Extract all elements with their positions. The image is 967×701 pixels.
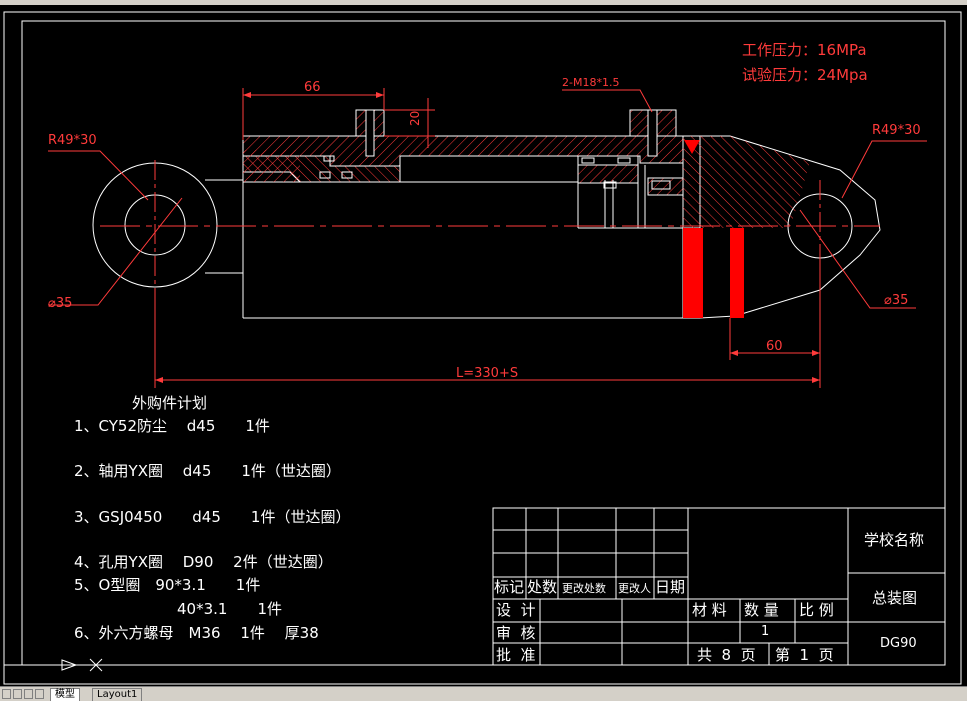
parts-item-5: 5、O型圈 90*3.1 1件 — [74, 576, 261, 594]
dim-20: 20 — [408, 110, 422, 126]
parts-item-4: 4、孔用YX圈 D90 2件（世达圈） — [74, 553, 333, 571]
tab-nav-prev-button[interactable] — [13, 689, 22, 699]
tab-nav-next-button[interactable] — [24, 689, 33, 699]
working-pressure-label: 工作压力：16MPa — [742, 41, 867, 59]
seal-bar-2 — [730, 228, 744, 318]
test-pressure-label: 试验压力：24Mpa — [742, 66, 868, 84]
parts-item-1: 1、CY52防尘 d45 1件 — [74, 417, 270, 435]
tab-model[interactable]: 模型 — [50, 688, 80, 701]
dim-right-diameter: ⌀35 — [884, 293, 909, 308]
tab-nav-last-button[interactable] — [35, 689, 44, 699]
tb-gengairen: 更改人 — [618, 582, 651, 595]
seal-marks — [319, 155, 671, 190]
inner-frame — [21, 20, 946, 666]
parts-item-5b: 40*3.1 1件 — [177, 600, 282, 618]
tb-chushu: 处数 — [527, 578, 558, 596]
tb-shenhe: 审 核 — [496, 624, 536, 642]
parts-item-6: 6、外六方螺母 M36 1件 厚38 — [74, 624, 319, 642]
seal-bar-1 — [683, 228, 703, 318]
dim-thread: 2-M18*1.5 — [562, 76, 620, 89]
dimension-lines — [48, 88, 927, 388]
gland-hatch — [243, 150, 300, 182]
outer-frame — [3, 11, 962, 685]
dim-left-radius: R49*30 — [48, 133, 97, 148]
tb-gengai-chushu: 更改处数 — [562, 582, 606, 595]
port-boss-right — [629, 109, 677, 157]
tb-pizhun: 批 准 — [496, 646, 536, 664]
tb-page-no: 第 1 页 — [775, 646, 834, 664]
tb-qty: 1 — [761, 624, 770, 639]
port-boss-left — [355, 109, 385, 157]
tb-bili: 比 例 — [799, 601, 834, 619]
tb-drawing-no: DG90 — [880, 636, 917, 651]
dim-left-diameter: ⌀35 — [48, 296, 73, 311]
tb-school-name: 学校名称 — [864, 531, 925, 549]
tb-drawing-name: 总装图 — [872, 589, 918, 607]
tb-total-pages: 共 8 页 — [697, 646, 756, 664]
tab-layout1[interactable]: Layout1 — [92, 688, 143, 701]
tb-riqi: 日期 — [655, 578, 686, 596]
dim-total-length: L=330+S — [456, 366, 519, 381]
tb-shuliang: 数 量 — [744, 601, 779, 619]
window-top-edge — [0, 0, 967, 5]
left-rod-eye — [92, 162, 244, 288]
dim-right-radius: R49*30 — [872, 123, 921, 138]
tb-biaoji: 标记 — [494, 578, 525, 596]
piston-hatch — [577, 164, 639, 184]
layout-tab-bar: 模型 Layout1 — [0, 686, 967, 701]
dim-66: 66 — [304, 80, 321, 95]
dim-60: 60 — [766, 339, 783, 354]
ucs-icon — [4, 658, 103, 672]
tb-cailiao: 材 料 — [692, 601, 727, 619]
parts-item-3: 3、GSJ0450 d45 1件（世达圈） — [74, 508, 351, 526]
tab-nav-first-button[interactable] — [2, 689, 11, 699]
parts-list-title: 外购件计划 — [132, 394, 208, 412]
title-block-grid — [492, 507, 946, 666]
cap-end-hatch-fill — [683, 136, 810, 228]
tb-sheji: 设 计 — [496, 601, 536, 619]
cap-weld — [684, 140, 700, 154]
parts-item-2: 2、轴用YX圈 d45 1件（世达圈） — [74, 462, 341, 480]
cad-drawing-canvas[interactable] — [0, 5, 967, 686]
